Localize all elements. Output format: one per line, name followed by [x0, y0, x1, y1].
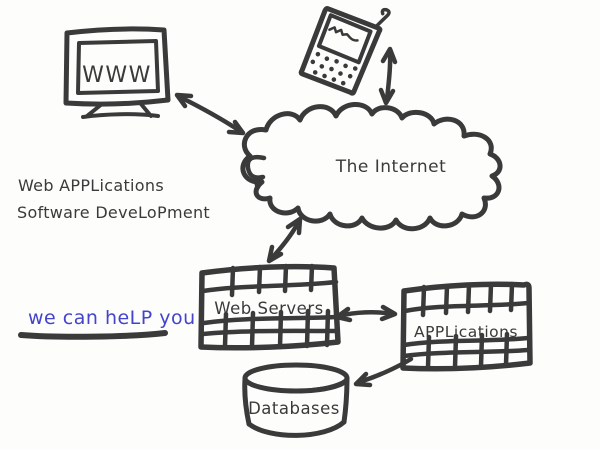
arrow-applications-databases: [353, 356, 414, 388]
arrowhead-icon: [174, 92, 194, 109]
applications-label: APPLications: [414, 323, 518, 341]
internet-cloud: The Internet: [240, 102, 503, 232]
antenna-icon: [375, 7, 391, 28]
arrowhead-icon: [378, 87, 396, 106]
caption-line-1: Web APPLications: [18, 176, 164, 195]
cloud-outline: [240, 102, 503, 232]
arrowhead-icon: [379, 304, 398, 322]
cloud-curl: [245, 154, 267, 190]
arrowhead-icon: [380, 46, 398, 65]
rack-top-ticks: [229, 263, 315, 298]
monitor-screen-label: WWW: [82, 63, 152, 88]
tagline-text: we can heLP you: [28, 307, 196, 329]
databases-label: Databases: [248, 399, 340, 418]
databases-cylinder: Databases: [242, 362, 350, 438]
arrow-computer-internet: [174, 92, 246, 136]
caption-block: Web APPLications Software DeveLoPment: [17, 176, 210, 222]
tagline-block: we can heLP you: [18, 307, 196, 340]
arrowhead-icon: [285, 216, 303, 236]
tagline-underline: [18, 330, 168, 340]
rack-bottom-ticks: [425, 331, 510, 370]
rack-top-ticks: [420, 281, 515, 318]
rack-bottom-ticks: [222, 308, 331, 350]
arrowhead-icon: [266, 244, 284, 264]
arrow-webservers-applications: [334, 304, 398, 323]
arrowhead-icon: [353, 371, 373, 388]
handheld-device-icon: [298, 6, 391, 96]
cloud-label: The Internet: [335, 157, 447, 177]
web-servers-label: Web Servers: [214, 299, 323, 318]
desktop-computer-icon: WWW: [63, 26, 171, 119]
arrow-internet-webservers: [266, 216, 303, 264]
web-servers-rack: Web Servers: [198, 263, 341, 351]
applications-rack: APPLications: [400, 281, 533, 372]
arrowhead-icon: [226, 119, 246, 136]
caption-line-2: Software DeveLoPment: [17, 203, 210, 222]
keypad-dots: [310, 51, 358, 86]
arrow-pda-internet: [378, 46, 398, 106]
arrowhead-icon: [334, 306, 353, 323]
